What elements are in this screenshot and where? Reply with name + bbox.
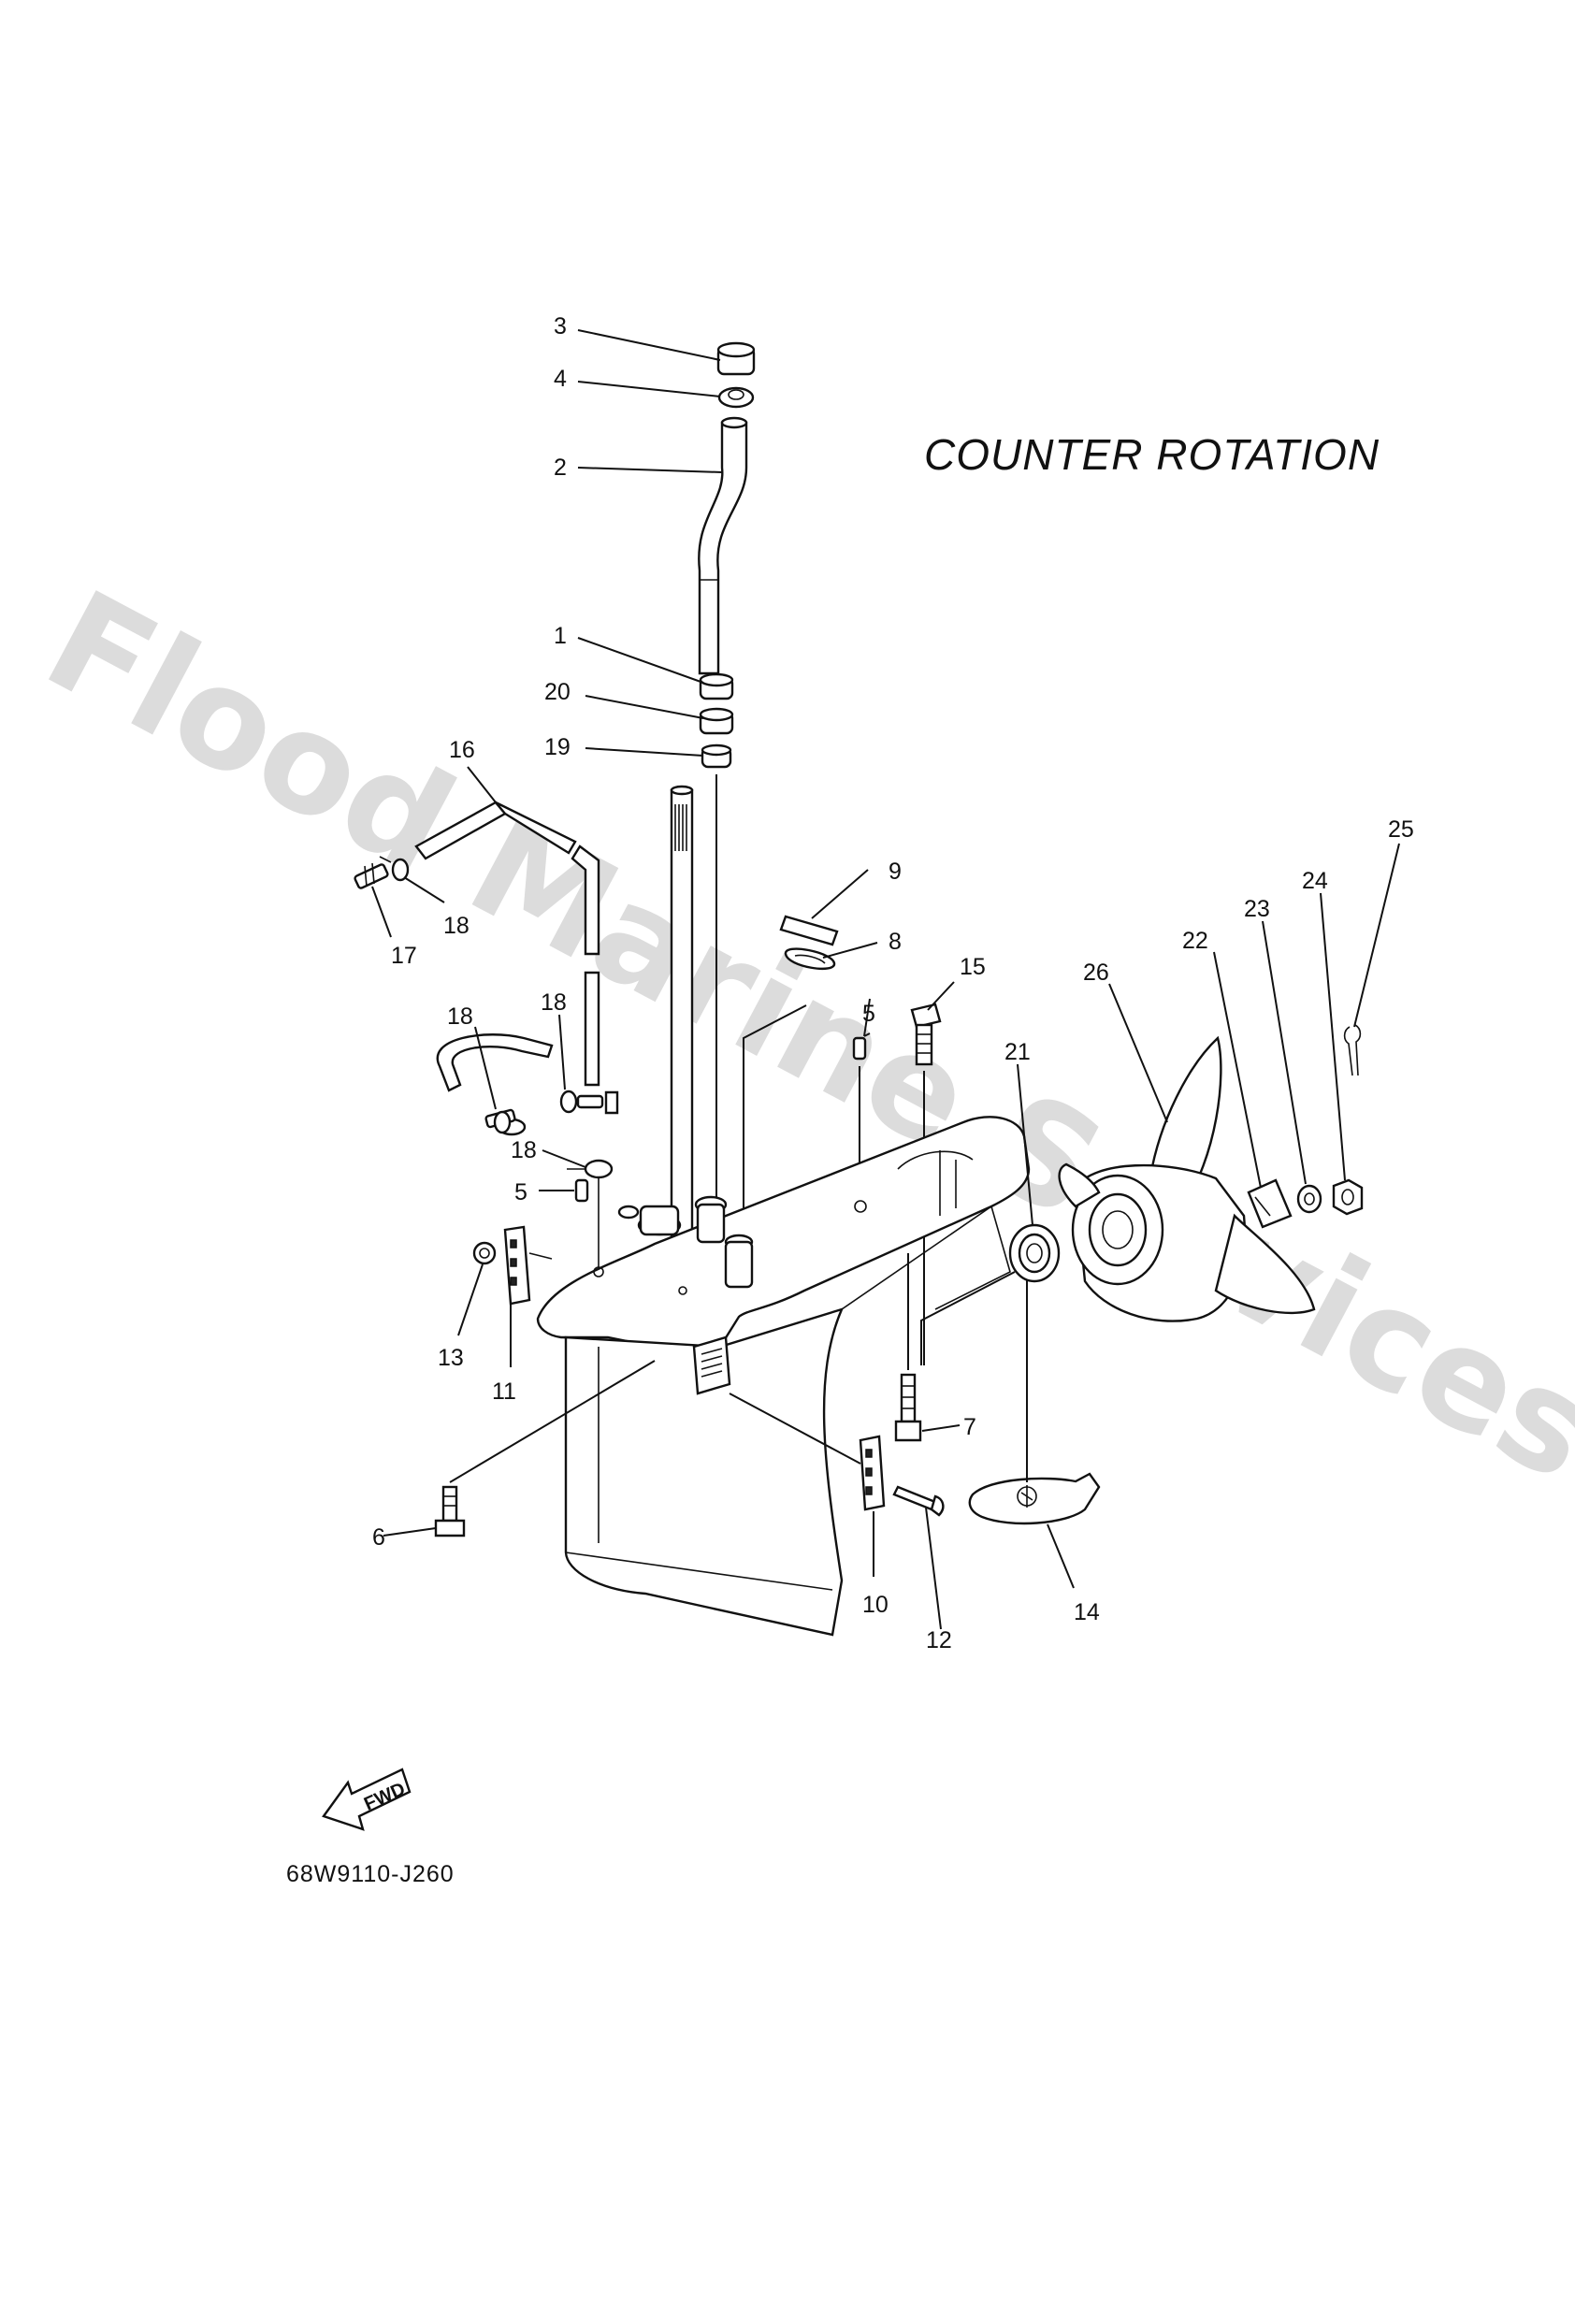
callout-18-upper: 18 xyxy=(443,913,470,939)
prop-guide-line xyxy=(920,1271,1016,1365)
shift-guide-line xyxy=(743,1004,807,1225)
part-22-spacer xyxy=(1247,1178,1293,1229)
bolt6-line xyxy=(449,1360,656,1483)
callout-9: 9 xyxy=(889,859,902,885)
part-20-grommet xyxy=(699,707,734,735)
part-13-nut xyxy=(472,1241,497,1265)
callout-16: 16 xyxy=(449,737,475,763)
part-26-propeller xyxy=(1058,1035,1316,1322)
callout-8: 8 xyxy=(889,929,902,955)
part-25-cotter-pin xyxy=(1343,1024,1362,1076)
callout-19: 19 xyxy=(544,734,571,760)
callout-4: 4 xyxy=(554,366,567,392)
part-6-bolt xyxy=(434,1485,466,1537)
drawing-code: 68W9110-J260 xyxy=(286,1861,455,1887)
callout-26: 26 xyxy=(1083,960,1109,986)
diagram-title: COUNTER ROTATION xyxy=(924,430,1380,479)
part-21-thrust-washer xyxy=(1008,1223,1061,1283)
callout-5-lower: 5 xyxy=(514,1179,527,1205)
part-5-pin-b xyxy=(574,1178,589,1203)
callout-7: 7 xyxy=(963,1414,976,1440)
part-10-anode xyxy=(859,1435,886,1511)
part-1-grommet xyxy=(699,672,734,700)
part-15-bolt xyxy=(910,1003,942,1066)
part-23-washer xyxy=(1296,1184,1322,1214)
callout-11: 11 xyxy=(492,1379,516,1405)
callout-10: 10 xyxy=(862,1592,889,1618)
callout-25: 25 xyxy=(1388,816,1414,843)
part-18-clip-d xyxy=(567,1159,614,1274)
part-16-hose xyxy=(414,801,600,1087)
callout-3: 3 xyxy=(554,313,567,339)
leader-lines xyxy=(371,329,1400,1630)
drive-shaft xyxy=(670,785,694,1241)
part-19-grommet xyxy=(701,743,732,769)
callout-13: 13 xyxy=(438,1345,464,1371)
callout-12: 12 xyxy=(926,1627,952,1653)
part-7-bolt xyxy=(894,1373,922,1442)
callout-18-lower: 18 xyxy=(511,1137,537,1163)
part-2-water-tube xyxy=(698,416,748,675)
part-12-bolt xyxy=(892,1485,945,1517)
part-24-nut xyxy=(1332,1178,1364,1216)
part-4-seal xyxy=(717,386,755,409)
anode10-line xyxy=(729,1393,861,1465)
part-11-anode xyxy=(503,1225,553,1306)
part-5-pin-a xyxy=(852,1036,867,1061)
lower-casing xyxy=(536,1116,1031,1637)
part-18-clip-a xyxy=(379,856,410,882)
callout-18-middle-right: 18 xyxy=(541,989,567,1016)
callout-17: 17 xyxy=(391,943,417,969)
callout-labels: 3 4 2 1 20 19 16 18 17 9 8 15 5 18 18 18… xyxy=(372,313,1414,1653)
part-3-grommet xyxy=(716,341,756,376)
part-18-clip-b xyxy=(493,1110,512,1134)
callout-2: 2 xyxy=(554,455,567,481)
callout-22: 22 xyxy=(1182,928,1208,954)
callout-23: 23 xyxy=(1244,896,1270,922)
part-8-seal xyxy=(784,947,836,971)
callout-24: 24 xyxy=(1302,868,1328,894)
callout-18-middle-left: 18 xyxy=(447,1003,473,1030)
callout-6: 6 xyxy=(372,1524,385,1551)
callout-5-upper: 5 xyxy=(862,1001,875,1027)
callout-21: 21 xyxy=(1004,1039,1031,1065)
part-18-clip-c xyxy=(559,1090,619,1115)
callout-15: 15 xyxy=(960,954,986,980)
forward-arrow-icon: FWD xyxy=(322,1768,412,1831)
callout-1: 1 xyxy=(554,623,567,649)
part-17-fitting xyxy=(354,862,389,889)
part-14-trim-tab xyxy=(968,1472,1101,1525)
part-9-plate xyxy=(779,915,839,946)
callout-14: 14 xyxy=(1074,1599,1100,1625)
callout-20: 20 xyxy=(544,679,571,705)
